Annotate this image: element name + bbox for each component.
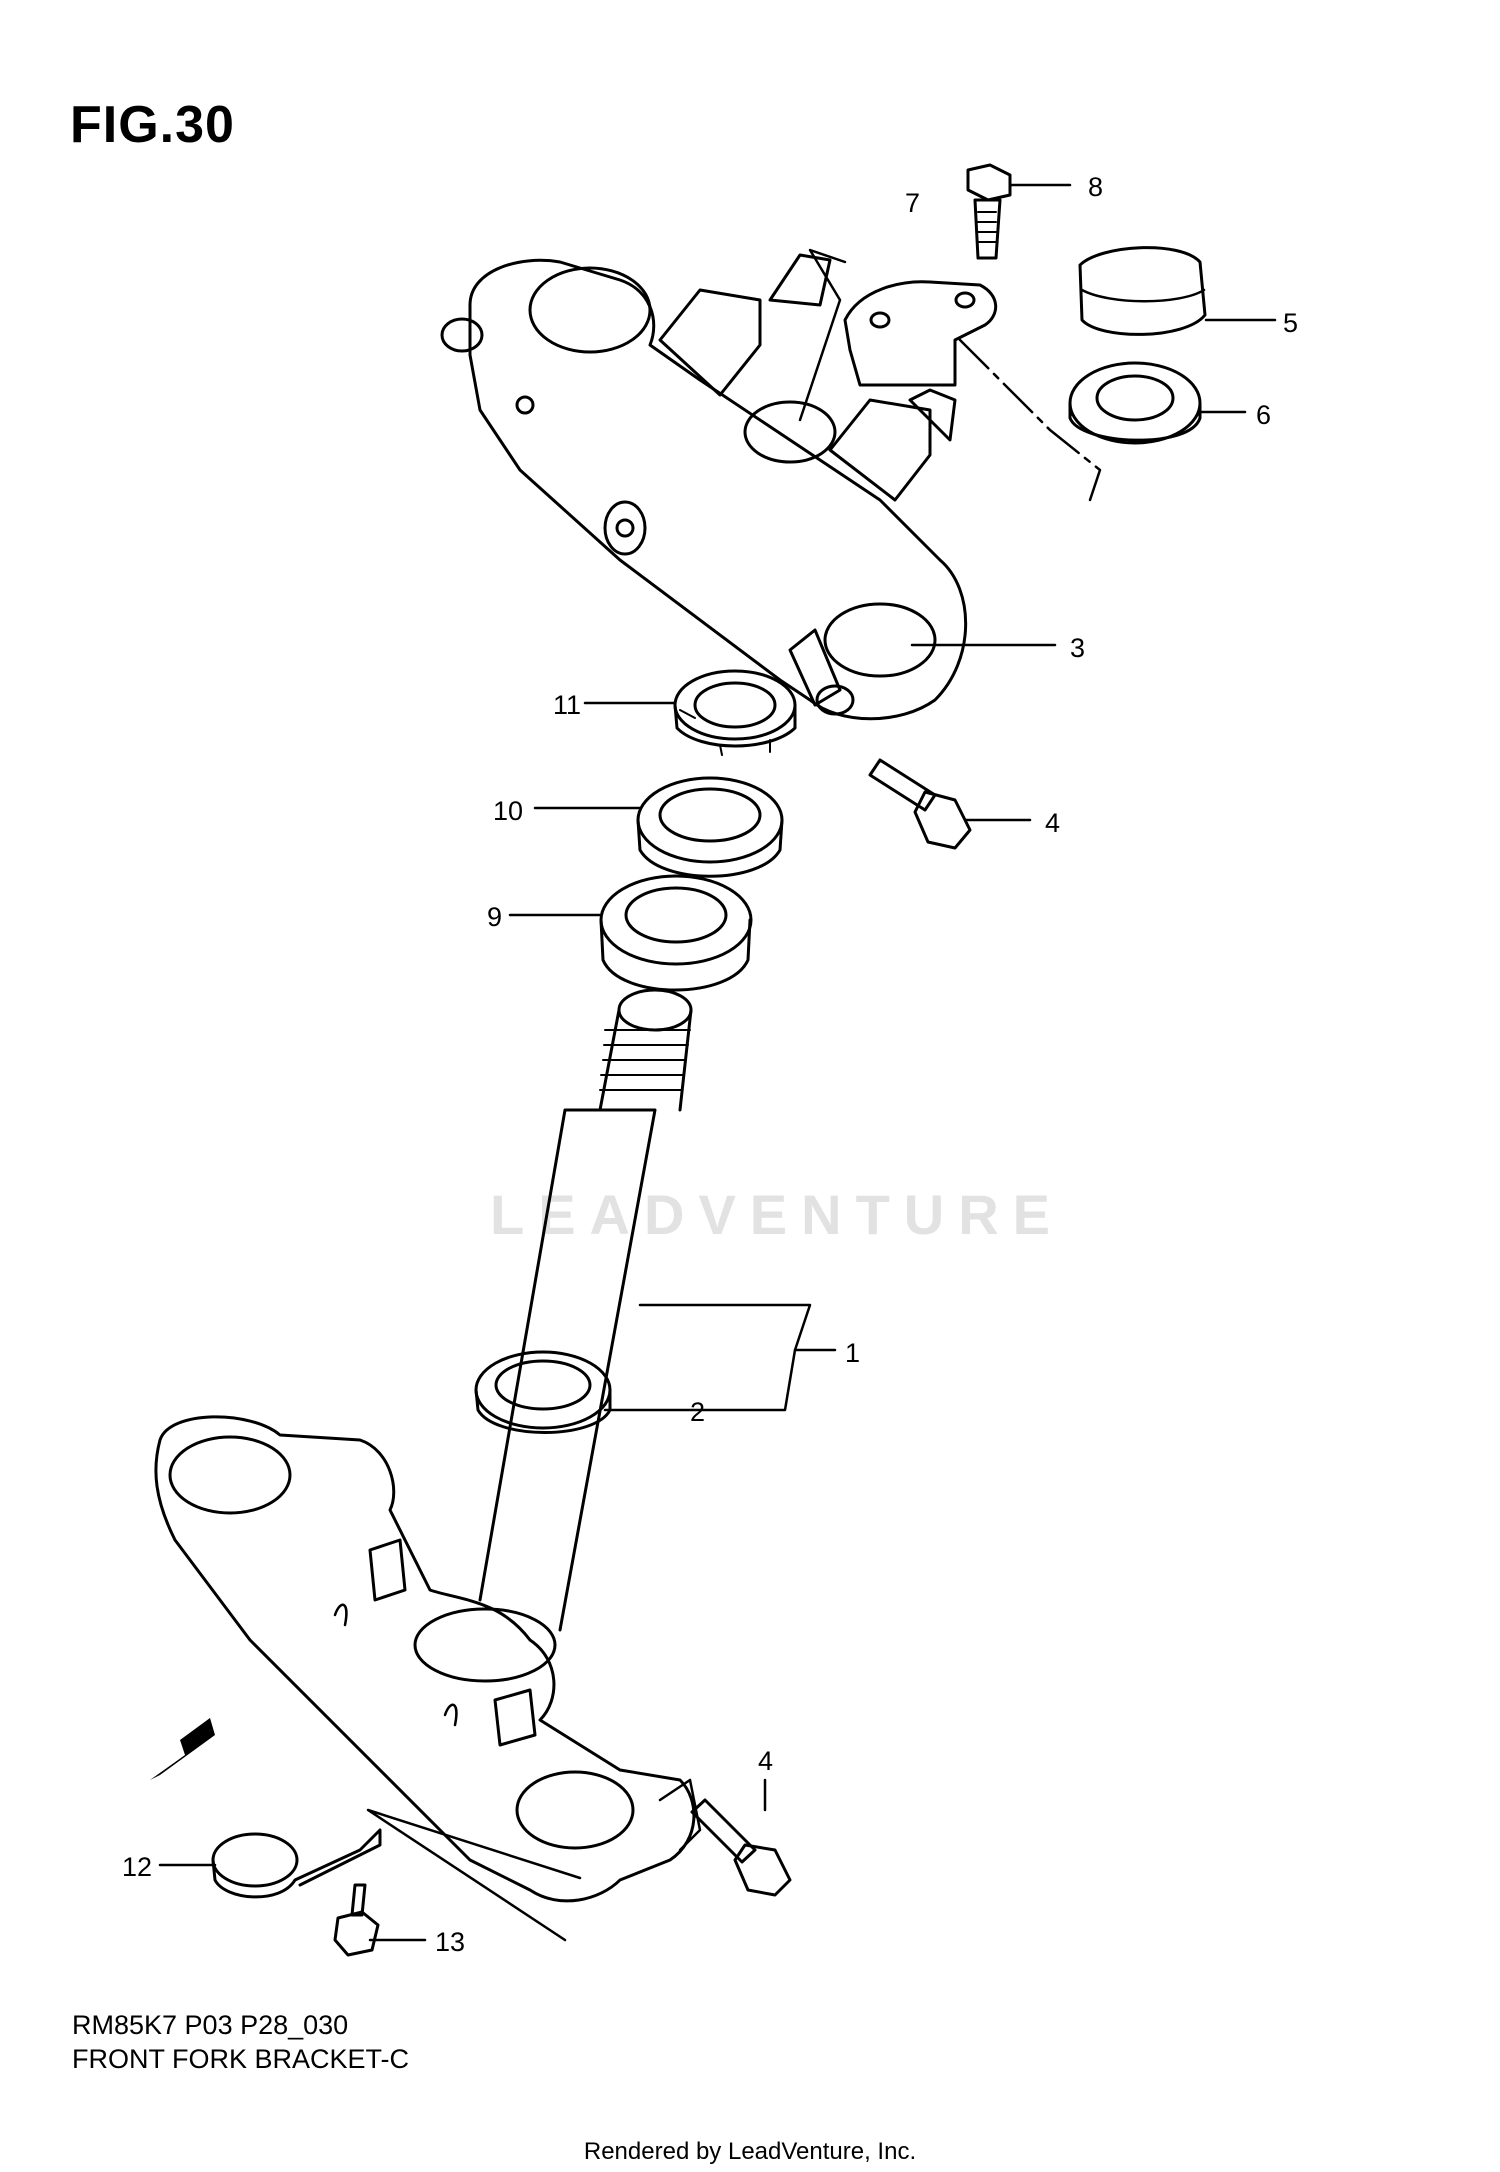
clamp-part-12[interactable] <box>211 1828 382 1899</box>
handlebar-holder-part-7[interactable] <box>843 280 998 387</box>
callout-4-upper: 4 <box>1045 808 1060 838</box>
model-code: RM85K7 P03 P28_030 <box>72 2010 349 2040</box>
callout-8: 8 <box>1088 172 1103 202</box>
callout-3: 3 <box>1070 633 1085 663</box>
washer-part-6[interactable] <box>1068 361 1202 445</box>
watermark: LEADVENTURE <box>490 1183 1065 1246</box>
leader-lines <box>158 183 1277 1942</box>
figure-caption: FRONT FORK BRACKET-C <box>72 2044 410 2074</box>
callout-11: 11 <box>553 690 581 720</box>
callout-5: 5 <box>1283 308 1298 338</box>
callout-7: 7 <box>905 188 920 218</box>
bearing-part-10[interactable] <box>636 776 784 878</box>
rendered-by-footer: Rendered by LeadVenture, Inc. <box>583 2138 917 2165</box>
screw-part-13[interactable] <box>333 1883 380 1957</box>
callout-4-lower: 4 <box>758 1746 773 1776</box>
bearing-part-9[interactable] <box>599 874 753 992</box>
cap-nut-part-5[interactable] <box>1078 246 1207 336</box>
callout-12: 12 <box>122 1852 152 1882</box>
upper-bracket-part-3[interactable] <box>440 253 968 721</box>
fwd-arrow-icon <box>150 1718 215 1780</box>
callout-6: 6 <box>1256 400 1271 430</box>
figure-title: FIG.30 <box>70 96 235 154</box>
callout-1: 1 <box>845 1338 860 1368</box>
callout-2: 2 <box>690 1397 705 1427</box>
bolt-part-4-upper[interactable] <box>868 758 972 850</box>
steering-stem-part-1[interactable] <box>154 988 702 1903</box>
callout-9: 9 <box>487 902 502 932</box>
steering-nut-part-11[interactable] <box>673 669 797 756</box>
bolt-part-8[interactable] <box>966 163 1012 260</box>
callout-10: 10 <box>493 796 523 826</box>
bolt-part-4-lower[interactable] <box>690 1798 792 1897</box>
callout-13: 13 <box>435 1927 465 1957</box>
dust-seal-part-2[interactable] <box>474 1350 612 1434</box>
